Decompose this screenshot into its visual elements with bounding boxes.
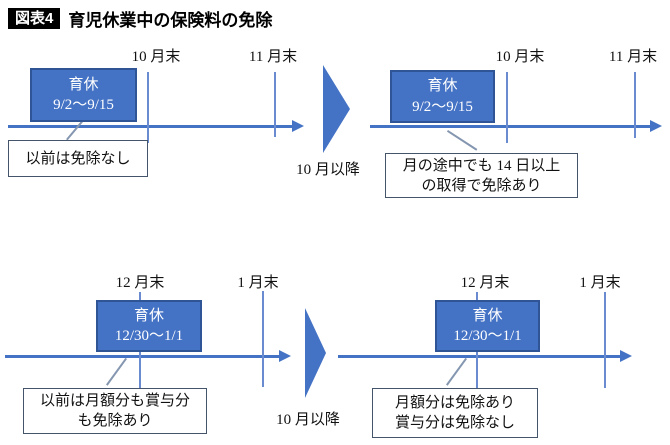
tick-label-jan-end: 1 月末 bbox=[237, 275, 279, 291]
leave-box-label: 育休 bbox=[133, 307, 164, 324]
callout-before-rule: 以前は月額分も賞与分 も免除あり bbox=[23, 388, 207, 434]
timeline-arrowhead-icon bbox=[292, 120, 304, 132]
leave-period-box: 育休 12/30〜1/1 bbox=[435, 300, 540, 352]
leave-box-dates: 12/30〜1/1 bbox=[114, 328, 184, 344]
timeline bbox=[8, 125, 294, 128]
timeline-arrowhead-icon bbox=[279, 350, 291, 362]
timeline bbox=[5, 355, 281, 358]
callout-after-rule: 月の途中でも 14 日以上 の取得で免除あり bbox=[385, 153, 578, 198]
flow-arrow-label: 10 月以降 bbox=[296, 162, 360, 178]
callout-connector-line bbox=[106, 358, 127, 386]
callout-text-line1: 月の途中でも 14 日以上 bbox=[402, 157, 561, 174]
flow-arrow-icon bbox=[323, 65, 350, 153]
tick-label-nov-end: 11 月末 bbox=[248, 49, 298, 65]
tick-line-nov-end bbox=[274, 72, 276, 137]
callout-text-line1: 月額分は免除あり bbox=[394, 395, 515, 411]
tick-line-nov-end bbox=[634, 72, 636, 138]
tick-label-oct-end: 10 月末 bbox=[495, 49, 545, 65]
timeline-arrowhead-icon bbox=[650, 120, 662, 132]
leave-box-dates: 9/2〜9/15 bbox=[53, 97, 114, 113]
tick-line-oct-end bbox=[506, 72, 508, 143]
callout-connector-line bbox=[447, 130, 478, 151]
callout-text-line2: の取得で免除あり bbox=[421, 177, 542, 194]
flow-arrow-icon bbox=[305, 308, 326, 398]
tick-label-oct-end: 10 月末 bbox=[131, 49, 181, 65]
leave-period-box: 育休 12/30〜1/1 bbox=[96, 300, 202, 352]
leave-box-label: 育休 bbox=[472, 307, 503, 324]
flow-arrow-label: 10 月以降 bbox=[276, 412, 340, 428]
callout-text-line1: 以前は月額分も賞与分 bbox=[39, 393, 190, 409]
callout-connector-line bbox=[66, 121, 83, 141]
tick-label-jan-end: 1 月末 bbox=[579, 275, 621, 291]
timeline bbox=[370, 125, 652, 128]
leave-box-dates: 9/2〜9/15 bbox=[412, 98, 473, 115]
figure-number-badge: 図表4 bbox=[8, 8, 61, 29]
leave-period-box: 育休 9/2〜9/15 bbox=[30, 68, 137, 122]
callout-text-line2: 賞与分は免除なし bbox=[394, 415, 515, 431]
leave-box-label: 育休 bbox=[427, 78, 458, 95]
leave-box-label: 育休 bbox=[68, 76, 99, 93]
tick-line-jan-end bbox=[262, 291, 264, 387]
callout-before-rule: 以前は免除なし bbox=[8, 140, 148, 177]
timeline bbox=[338, 355, 622, 358]
callout-after-rule: 月額分は免除あり 賞与分は免除なし bbox=[372, 388, 538, 438]
callout-text-line2: も免除あり bbox=[77, 413, 153, 429]
tick-line-jan-end bbox=[604, 292, 606, 388]
leave-period-box: 育休 9/2〜9/15 bbox=[390, 70, 495, 123]
tick-label-dec-end: 12 月末 bbox=[115, 275, 165, 291]
timeline-arrowhead-icon bbox=[620, 350, 632, 362]
tick-label-nov-end: 11 月末 bbox=[608, 49, 658, 65]
callout-text: 以前は免除なし bbox=[25, 150, 131, 167]
callout-connector-line bbox=[446, 358, 467, 386]
tick-label-dec-end: 12 月末 bbox=[460, 275, 510, 291]
figure-header: 図表4 育児休業中の保険料の免除 bbox=[8, 6, 272, 31]
figure-title: 育児休業中の保険料の免除 bbox=[68, 11, 273, 30]
tick-line-oct-end bbox=[147, 72, 149, 143]
leave-box-dates: 12/30〜1/1 bbox=[453, 328, 522, 344]
